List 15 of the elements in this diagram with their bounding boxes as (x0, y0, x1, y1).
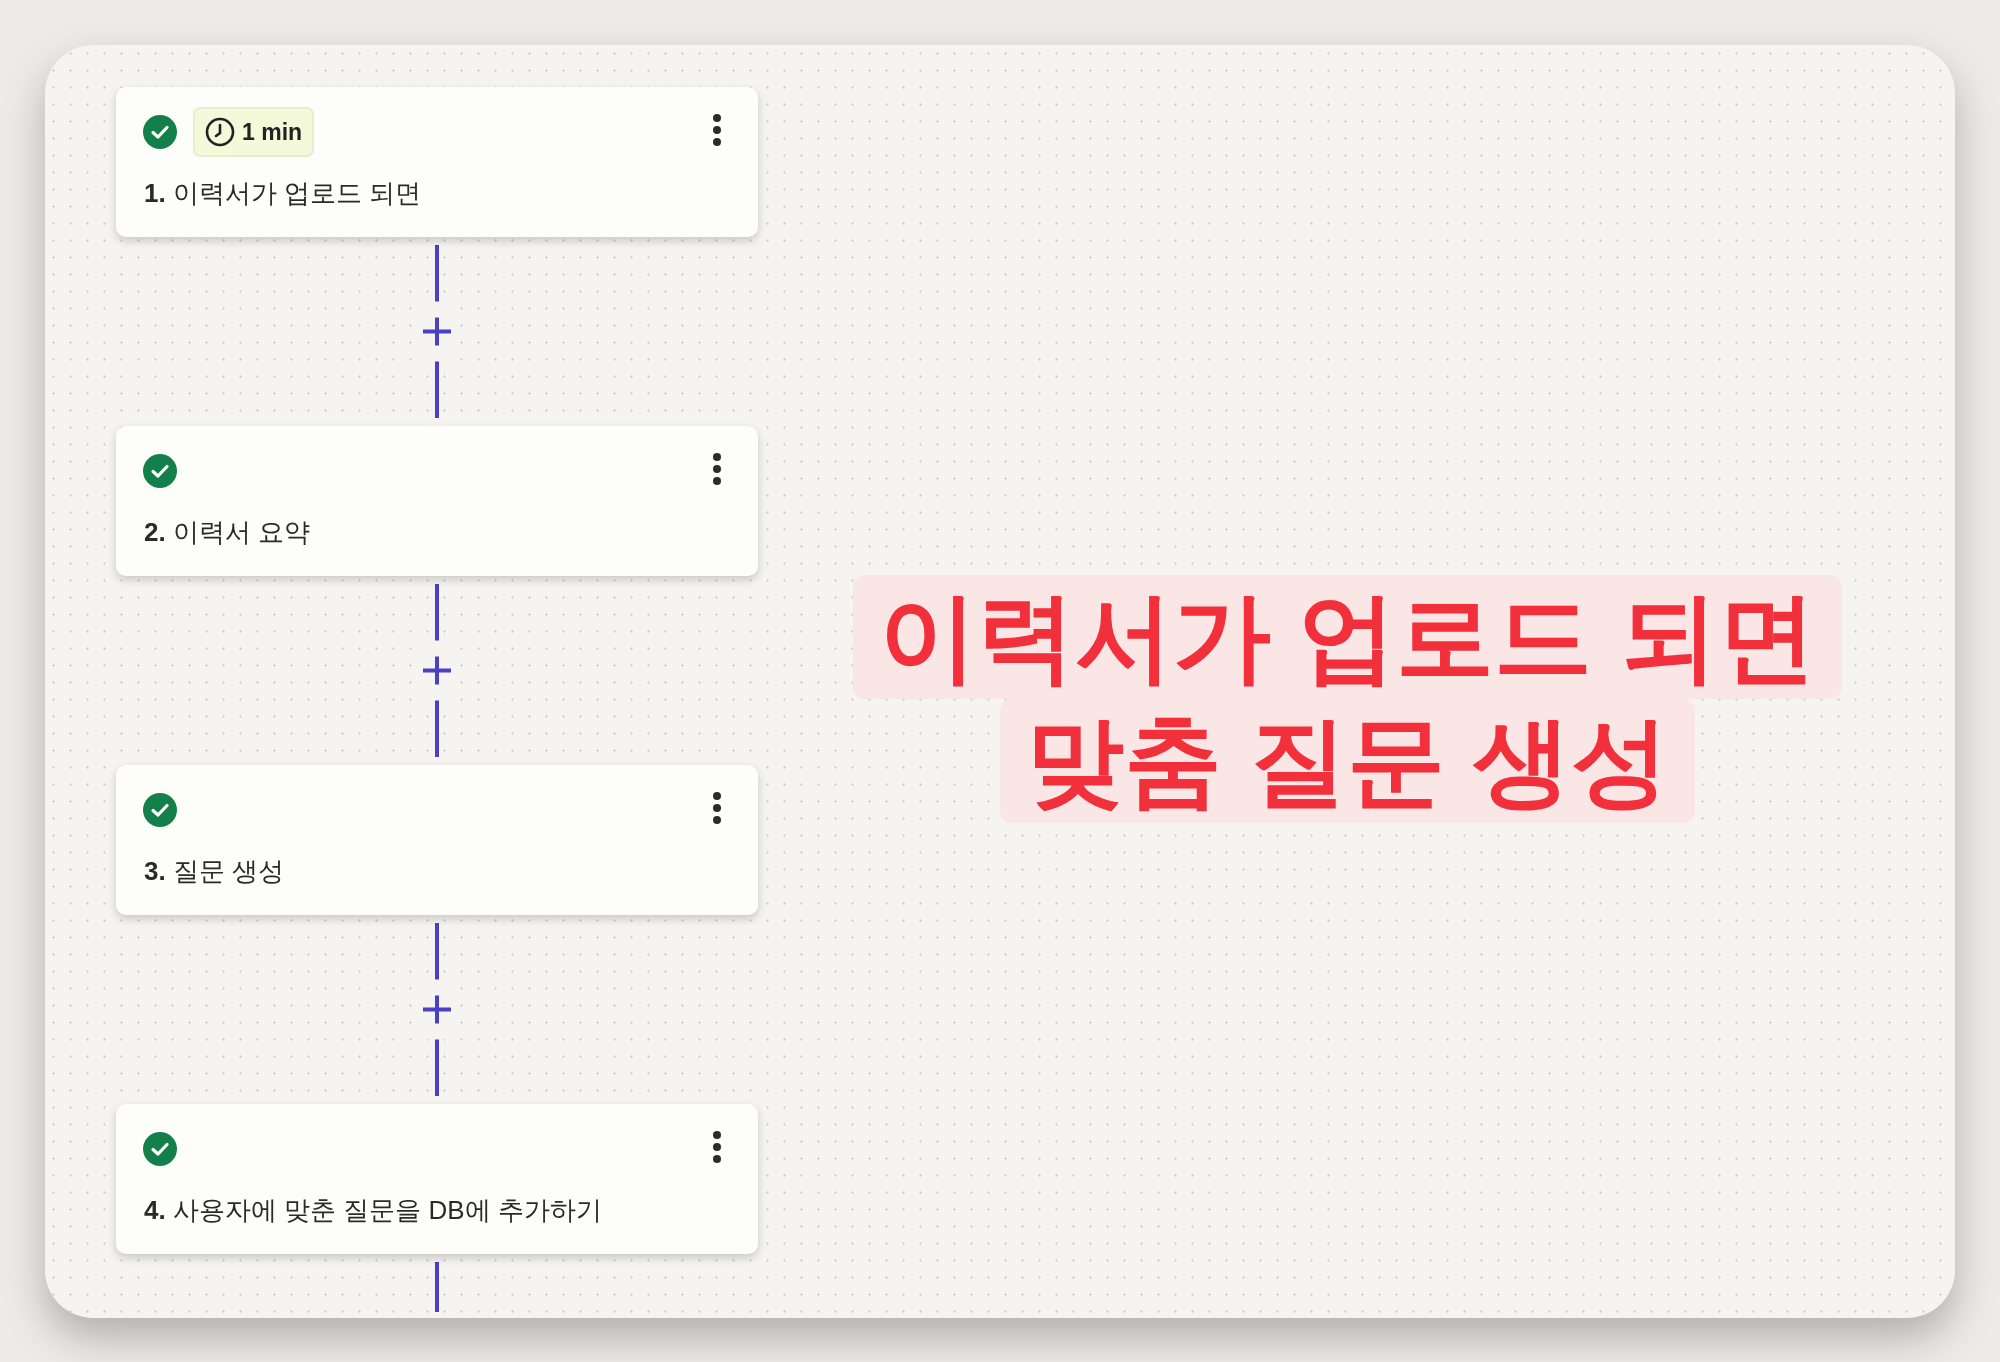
step-title: 3. 질문 생성 (144, 855, 285, 888)
step-title: 2. 이력서 요약 (144, 516, 311, 549)
step-title: 4. 사용자에 맞춘 질문을 DB에 추가하기 (144, 1194, 602, 1227)
connector-line (435, 923, 439, 1096)
headline-text: 이력서가 업로드 되면 (853, 575, 1842, 699)
step-card (116, 426, 758, 576)
step-card (116, 765, 758, 915)
connector-line (435, 1262, 439, 1312)
connector-line (435, 245, 439, 418)
headline-text: 맞춤 질문 생성 (1000, 699, 1695, 823)
step-card (116, 87, 758, 237)
duration-text: 1 min (242, 117, 303, 147)
connector-line (435, 584, 439, 757)
step-title: 1. 이력서가 업로드 되면 (144, 177, 422, 210)
step-card (116, 1104, 758, 1254)
